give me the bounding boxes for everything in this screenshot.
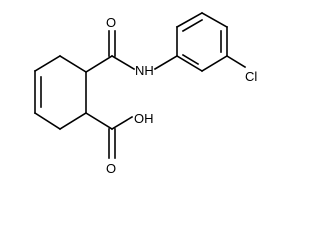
ring-bond-c5-c6 [58, 111, 88, 131]
aryl-double-bond-inner-3 [181, 53, 200, 66]
aryl-bond-3 [200, 11, 229, 29]
ring-bond-c4-c5 [33, 111, 62, 131]
aryl-bond-2 [175, 11, 204, 29]
ring-bond-c2-c3 [33, 54, 62, 73]
bond-ring-to-acid-carbon [84, 111, 114, 131]
aryl-bond-6 [175, 54, 204, 73]
bond-aryl-to-chloro [225, 54, 247, 69]
amide-nh-label: NH [135, 63, 154, 78]
hydroxyl-label: OH [134, 111, 154, 126]
bond-ring-to-amide-carbon [84, 54, 114, 74]
chemical-structure-diagram: O NH Cl OH O [33, 11, 258, 176]
aryl-double-bond-inner-1 [181, 18, 204, 33]
ring-bond-c1-c2 [58, 54, 88, 74]
bond-amide-carbon-to-nitrogen [110, 54, 136, 71]
bond-nitrogen-to-aryl [153, 54, 179, 71]
bond-acid-carbon-to-hydroxyl [110, 115, 134, 131]
aryl-bond-5 [200, 54, 229, 73]
molecule-drawing: O NH Cl OH O [33, 11, 257, 176]
amide-oxygen-label: O [106, 15, 116, 30]
acid-oxygen-label: O [106, 161, 116, 176]
chloro-label: Cl [245, 69, 257, 84]
